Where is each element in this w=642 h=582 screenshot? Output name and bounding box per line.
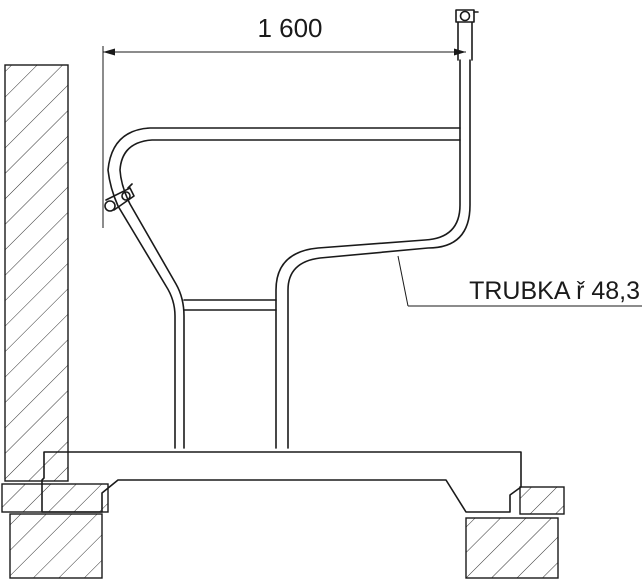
bottom-left-footing bbox=[9, 513, 103, 579]
callout-leader bbox=[397, 255, 642, 307]
bottom-right-footing bbox=[465, 517, 559, 579]
bottom-right-hatch-strip bbox=[519, 486, 565, 515]
left-wall bbox=[4, 64, 69, 482]
bottom-left-hatch-strip bbox=[1, 483, 109, 513]
clamp-fitting-icon bbox=[104, 183, 135, 212]
tube-callout-label: TRUBKA ř 48,3 bbox=[469, 277, 640, 305]
dimension-line bbox=[102, 46, 466, 228]
railing-pipe bbox=[107, 9, 479, 449]
bridge-deck bbox=[41, 451, 522, 513]
dimension-label: 1 600 bbox=[257, 13, 322, 43]
